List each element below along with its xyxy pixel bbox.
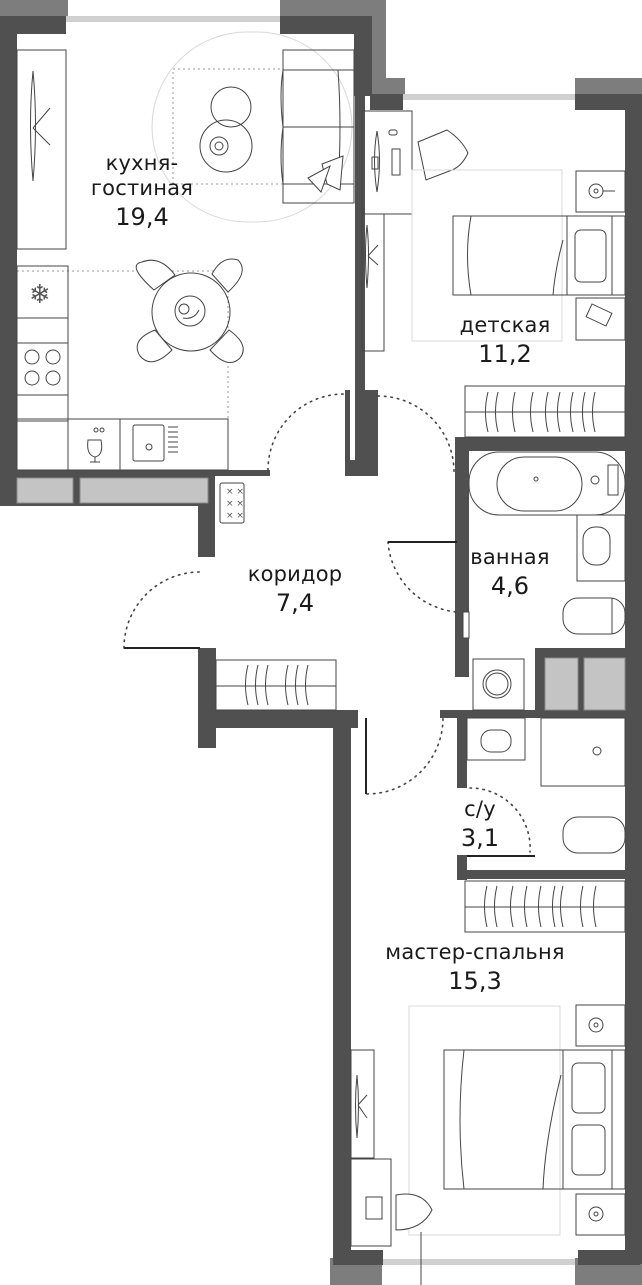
room-name-line2: гостиная (90, 176, 194, 200)
room-label-wc: с/у 3,1 (450, 797, 510, 854)
room-area: 3,1 (460, 824, 500, 852)
room-name: ванная (470, 545, 550, 569)
room-name: мастер-спальня (385, 940, 565, 964)
radiator-icon (219, 482, 245, 524)
room-area: 4,6 (490, 572, 530, 600)
room-name: детская (459, 313, 551, 337)
cup-icon (209, 136, 229, 156)
bed (452, 215, 626, 296)
washing-machine (472, 658, 525, 711)
chair (395, 1193, 433, 1231)
room-name: коридор (247, 562, 343, 586)
master-bedroom-furniture (350, 880, 626, 1285)
bathroom-furniture (387, 451, 626, 711)
sink (576, 514, 626, 582)
desk (361, 110, 413, 215)
svg-text:× ×: × × (226, 499, 244, 509)
bed (443, 1049, 626, 1190)
shower (540, 717, 626, 787)
room-area: 19,4 (115, 203, 169, 231)
room-label-bathroom: ванная 4,6 (455, 545, 565, 602)
nightstand (575, 1004, 626, 1047)
sink (466, 717, 526, 761)
toilet (562, 816, 626, 854)
svg-text:× ×: × × (226, 487, 244, 497)
bathtub (468, 451, 626, 516)
room-label-kids-room: детская 11,2 (440, 313, 570, 370)
room-area: 11,2 (478, 340, 532, 368)
kitchen-living-furniture: ❄ (16, 31, 355, 471)
nightstand (575, 170, 626, 213)
pillow-icon (571, 1062, 606, 1114)
wc-furniture (466, 717, 626, 857)
ventilation-shafts: × × × × × × (16, 477, 626, 711)
room-label-master-bedroom: мастер-спальня 15,3 (360, 940, 590, 997)
toilet (562, 597, 626, 635)
room-area: 7,4 (275, 589, 315, 617)
sink (132, 424, 165, 462)
wardrobe (215, 659, 337, 711)
windows (66, 16, 575, 1265)
kids-room-furniture (361, 110, 626, 473)
room-name: с/у (464, 797, 496, 821)
room-name: кухня- (105, 151, 179, 175)
cooktop (16, 342, 69, 396)
room-label-corridor: коридор 7,4 (230, 562, 360, 619)
nightstand (575, 1193, 626, 1236)
dressing-table (350, 1158, 392, 1247)
dining-table (151, 272, 231, 352)
towel-rail (462, 611, 470, 639)
freezer-icon: ❄ (29, 280, 51, 310)
room-area: 15,3 (448, 967, 502, 995)
pillow-icon (571, 1124, 606, 1176)
pillow-icon (574, 229, 607, 283)
svg-text:× ×: × × (226, 511, 244, 521)
room-label-kitchen-living: кухня- гостиная 19,4 (72, 151, 212, 233)
corridor-furniture (123, 571, 444, 795)
office-chair (417, 129, 469, 181)
